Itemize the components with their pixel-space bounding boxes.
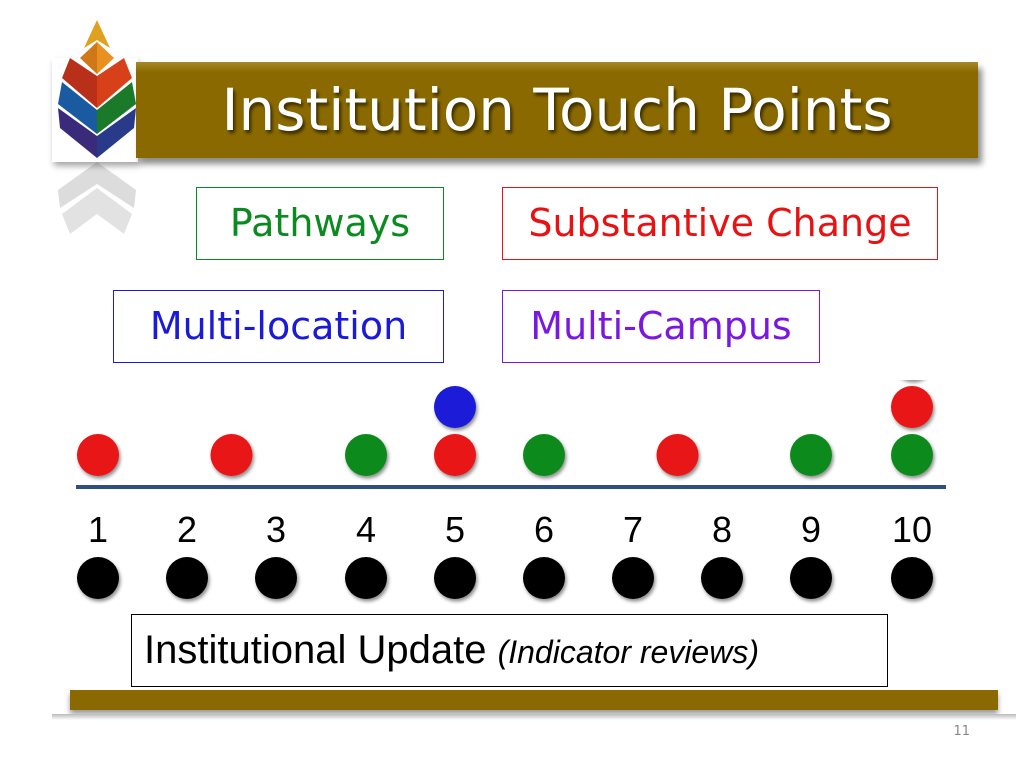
tick-label-6: 6 — [534, 509, 554, 550]
touch-point-multi-location-dot — [434, 386, 476, 428]
tick-label-9: 9 — [801, 509, 821, 550]
multi-location-label: Multi-location — [113, 290, 444, 363]
timeline: 1 2 3 4 5 6 7 8 9 10 — [76, 386, 946, 599]
touch-point-pathways-dot — [523, 434, 565, 476]
tick-label-8: 8 — [712, 509, 732, 550]
update-dot-5 — [434, 557, 476, 599]
tick-label-1: 1 — [88, 509, 108, 550]
institutional-update-note: (Indicator reviews) — [497, 634, 759, 670]
tick-label-2: 2 — [177, 509, 197, 550]
institutional-update-label: Institutional Update — [144, 628, 487, 672]
touch-point-pathways-dot — [345, 434, 387, 476]
update-dot-6 — [523, 557, 565, 599]
touch-point-substantive-change-dot — [656, 434, 699, 476]
slide-number: 11 — [953, 724, 970, 739]
touch-point-pathways-dot — [790, 434, 832, 476]
multi-campus-label: Multi-Campus — [502, 290, 820, 363]
substantive-change-label: Substantive Change — [502, 187, 938, 260]
tick-label-5: 5 — [445, 509, 465, 550]
update-dot-3 — [255, 557, 297, 599]
tick-label-7: 7 — [623, 509, 643, 550]
update-dot-2 — [166, 557, 208, 599]
footer-bar — [70, 690, 998, 710]
update-dot-10 — [891, 557, 933, 599]
tick-label-3: 3 — [266, 509, 286, 550]
touch-point-substantive-change-dot — [77, 434, 119, 476]
page-title: Institution Touch Points — [221, 76, 893, 144]
tick-label-4: 4 — [356, 509, 376, 550]
touch-point-substantive-change-dot — [434, 434, 476, 476]
title-banner: Institution Touch Points — [136, 62, 978, 158]
update-dot-1 — [77, 557, 119, 599]
touch-point-pathways-dot — [891, 434, 933, 476]
institutional-update-box: Institutional Update (Indicator reviews) — [131, 614, 888, 687]
leaf-logo — [58, 20, 136, 234]
footer-divider — [52, 714, 1016, 720]
touch-point-substantive-change-dot — [891, 386, 933, 428]
pathways-label: Pathways — [196, 187, 444, 260]
update-dot-9 — [790, 557, 832, 599]
update-dot-8 — [701, 557, 743, 599]
tick-label-10: 10 — [892, 509, 932, 550]
touch-point-substantive-change-dot — [210, 434, 253, 476]
update-dot-7 — [612, 557, 654, 599]
update-dot-4 — [345, 557, 387, 599]
